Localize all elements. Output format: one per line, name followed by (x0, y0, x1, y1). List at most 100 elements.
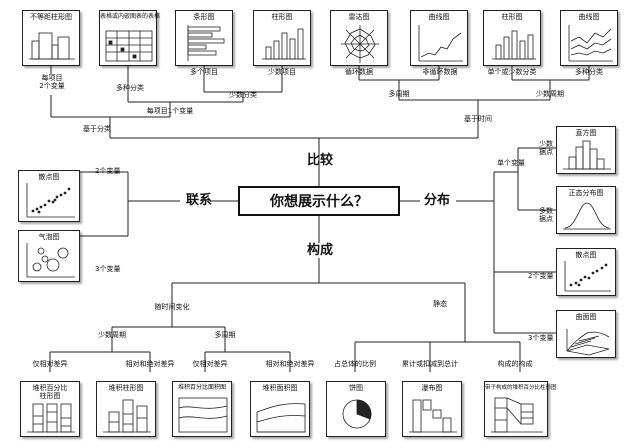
label-relative-diff-2: 仅相对差异 (192, 360, 228, 368)
chart-card-title: 堆积面积图 (262, 384, 298, 392)
chart-card-normal-distribution: 正态分布图 (556, 186, 616, 234)
chart-card-pie: 饼图 (326, 381, 386, 437)
label-cyclic-data: 循环数据 (345, 68, 373, 76)
chart-card-title: 曲线图 (578, 13, 600, 21)
chart-card-title: 不等距柱形图 (30, 13, 72, 21)
stacked-percent-area-icon (178, 397, 228, 433)
label-dist-many-points: 多数 据点 (539, 207, 553, 223)
chart-card-stacked-area: 堆积面积图 (250, 381, 310, 437)
label-comp-few-periods: 少数周期 (98, 331, 126, 339)
chart-card-stacked-percent-column-with-subcomponents: 带子构成的堆积百分比柱形图 (484, 381, 557, 437)
chart-card-embedded-table: 表格或内嵌图表的表格 (99, 10, 161, 66)
chart-card-title: 瀑布图 (421, 384, 443, 392)
chart-card-title: 堆积百分比面积图 (177, 384, 226, 391)
label-many-items: 多个项目 (190, 68, 218, 76)
chart-card-line: 曲线图 (410, 10, 468, 66)
scatter-chart-icon (564, 261, 611, 292)
label-two-vars-per-item: 每项目 2个变量 (39, 74, 65, 90)
stacked-area-icon (256, 403, 306, 433)
label-component-of-component: 构成的构成 (497, 360, 533, 368)
chart-card-title: 散点图 (575, 251, 597, 259)
label-by-category: 基于分类 (83, 125, 111, 133)
label-dist-single-var: 单个变量 (497, 159, 525, 167)
chart-card-column-time: 柱形图 (483, 10, 541, 66)
chart-card-title: 堆积柱形图 (108, 384, 144, 392)
chart-card-title: 表格或内嵌图表的表格 (100, 13, 161, 20)
label-comp-many-periods: 多周期 (214, 331, 236, 339)
label-by-time: 基于时间 (464, 115, 492, 123)
label-one-var-per-item: 每项目1个变量 (146, 107, 194, 115)
chart-card-title: 正态分布图 (568, 189, 604, 197)
label-dist-two-vars: 2个变量 (528, 272, 554, 280)
chart-card-title: 柱形图 (271, 13, 293, 21)
column-chart-icon (492, 30, 536, 60)
label-many-periods: 多周期 (388, 90, 410, 98)
label-relation-two-vars: 2个变量 (95, 167, 121, 175)
chart-card-multi-line: 曲线图 (560, 10, 618, 66)
branch-compare-title: 比较 (307, 153, 334, 168)
chart-card-histogram: 直方图 (556, 126, 616, 174)
surface-chart-icon (566, 329, 610, 356)
line-chart-icon (418, 25, 463, 62)
label-few-periods: 少数周期 (536, 90, 564, 98)
label-accumulate-or-subtract: 累计或扣减到总计 (402, 360, 458, 368)
radar-chart-icon (341, 25, 379, 63)
chart-card-column: 柱形图 (253, 10, 311, 66)
label-relative-diff-1: 仅相对差异 (32, 360, 68, 368)
chart-card-title: 曲线图 (428, 13, 450, 21)
label-dist-three-vars: 3个变量 (528, 334, 554, 342)
chart-card-bar: 条形图 (175, 10, 233, 66)
bar-chart-icon (187, 25, 225, 61)
label-rel-abs-diff-1: 相对和绝对差异 (125, 360, 175, 368)
label-share-of-total: 占总体的比例 (334, 360, 376, 368)
chart-card-title: 柱形图 (501, 13, 523, 21)
chart-card-title: 直方图 (575, 129, 597, 137)
chart-card-scatter: 散点图 (18, 170, 80, 222)
pie-chart-icon (342, 399, 372, 429)
column-chart-icon (262, 28, 306, 60)
label-relation-three-vars: 3个变量 (95, 265, 121, 273)
stacked-percent-column-icon (27, 403, 75, 433)
label-over-time: 随时间变化 (154, 303, 190, 311)
central-question: 你想展示什么？ (238, 186, 400, 216)
variable-width-column-icon (29, 32, 75, 60)
waterfall-chart-icon (409, 399, 457, 433)
histogram-icon (563, 140, 611, 170)
branch-composition-title: 构成 (307, 243, 334, 258)
label-many-categories: 多种分类 (575, 68, 603, 76)
chart-card-title: 散点图 (38, 173, 60, 181)
label-rel-abs-diff-2: 相对和绝对差异 (265, 360, 315, 368)
chart-card-waterfall: 瀑布图 (402, 381, 462, 437)
bubble-chart-icon (26, 243, 75, 278)
chart-card-stacked-percent-column: 堆积百分比柱形图 (20, 381, 80, 437)
chart-card-title: 堆积百分比柱形图 (32, 384, 68, 400)
multi-line-chart-icon (568, 25, 613, 62)
chart-card-title: 气泡图 (38, 233, 60, 241)
branch-distribution-title: 分布 (424, 193, 451, 208)
label-acyclic-data: 非循环数据 (422, 68, 458, 76)
embedded-table-icon (105, 30, 153, 62)
label-single-or-few-categories: 单个或少数分类 (487, 68, 537, 76)
chart-card-title: 曲面图 (575, 313, 597, 321)
label-multi-categories: 多种分类 (116, 84, 144, 92)
label-dist-few-points: 少数 据点 (539, 140, 553, 156)
chart-card-scatter-distribution: 散点图 (556, 248, 616, 296)
label-static: 静态 (433, 300, 447, 308)
label-few-items: 少数项目 (268, 68, 296, 76)
chart-card-title: 条形图 (193, 13, 215, 21)
branch-relation-title: 联系 (186, 193, 213, 208)
chart-card-radar: 雷达图 (330, 10, 388, 66)
chart-card-variable-width-column: 不等距柱形图 (22, 10, 80, 66)
chart-card-title: 带子构成的堆积百分比柱形图 (485, 385, 557, 391)
chart-card-stacked-column: 堆积柱形图 (96, 381, 156, 437)
label-few-categories: 少数分类 (229, 91, 257, 99)
normal-distribution-icon (563, 202, 611, 230)
stacked-percent-subcomponents-icon (491, 397, 543, 433)
chart-card-bubble: 气泡图 (18, 230, 80, 282)
chart-card-stacked-percent-area: 堆积百分比面积图 (172, 381, 232, 437)
chart-card-title: 饼图 (349, 384, 363, 392)
chart-card-title: 雷达图 (348, 13, 370, 21)
stacked-column-icon (103, 399, 151, 433)
